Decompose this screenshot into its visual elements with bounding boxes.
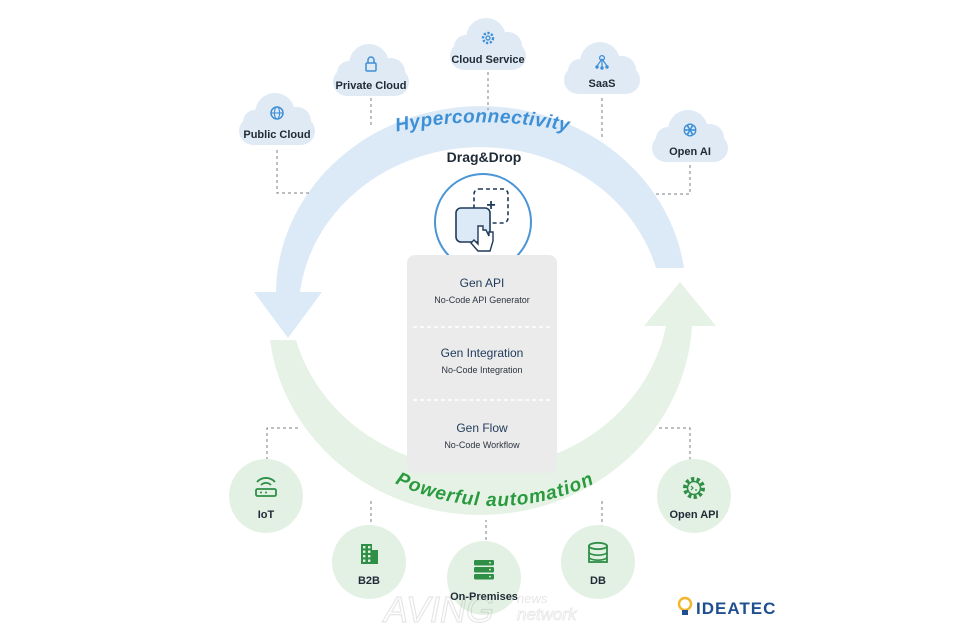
module-subtitle: No-Code API Generator	[434, 295, 530, 305]
cloud-label: Public Cloud	[243, 129, 310, 141]
database-icon	[588, 541, 608, 563]
node-db: DB	[561, 525, 635, 599]
cloud-label: Open AI	[669, 146, 711, 158]
module-panel	[407, 255, 557, 473]
node-on-premises: On-Premises	[447, 541, 521, 615]
drag-drop-title: Drag&Drop	[447, 149, 522, 165]
cloud-shape	[564, 42, 640, 94]
node-label: IoT	[258, 509, 275, 521]
svg-text:network: network	[517, 605, 578, 624]
cloud-group: Public Cloud Private Cloud Cloud ServiceSa…	[239, 18, 728, 162]
network-icon	[595, 54, 609, 70]
module-subtitle: No-Code Workflow	[444, 440, 520, 450]
module-gen-api: Gen API No-Code API Generator	[434, 276, 530, 305]
cloud-private-cloud: Private Cloud	[333, 44, 409, 96]
cloud-label: SaaS	[589, 78, 616, 90]
module-title: Gen Integration	[441, 346, 524, 360]
cloud-saas: SaaS	[564, 42, 640, 94]
node-connectors	[266, 427, 691, 546]
node-b2b: B2B	[332, 525, 406, 599]
module-title: Gen API	[460, 276, 505, 290]
node-label: Open API	[669, 509, 718, 521]
cloud-public-cloud: Public Cloud	[239, 93, 315, 145]
cycle-arrows	[254, 106, 716, 515]
drag-drop-icon: +	[434, 173, 532, 271]
router-icon	[255, 477, 277, 497]
aving-watermark: AVING news network	[381, 588, 578, 630]
server-icon	[474, 560, 494, 580]
openai-icon	[683, 123, 697, 137]
node-label: B2B	[358, 575, 380, 587]
api-gear-icon	[683, 477, 705, 499]
node-label: On-Premises	[450, 591, 518, 603]
cloud-open-ai: Open AI	[652, 110, 728, 162]
globe-icon	[270, 106, 284, 120]
cloud-cloud-service: Cloud Service	[450, 18, 526, 70]
ideatec-logo: IDEATEC	[677, 596, 776, 618]
lock-icon	[365, 56, 377, 72]
building-icon	[361, 544, 378, 564]
node-group: IoT B2B On-Premises DB Open API	[229, 459, 731, 615]
cloud-label: Private Cloud	[336, 80, 407, 92]
node-label: DB	[590, 575, 606, 587]
module-title: Gen Flow	[456, 421, 508, 435]
node-open-api: Open API	[657, 459, 731, 533]
module-subtitle: No-Code Integration	[441, 365, 522, 375]
bulb-icon	[677, 596, 693, 615]
hyperconnectivity-arc	[254, 106, 684, 338]
gear-icon	[481, 31, 495, 45]
svg-text:IDEATEC: IDEATEC	[696, 599, 776, 618]
svg-text:news: news	[517, 591, 548, 606]
powerful-automation-arc	[270, 282, 716, 515]
cloud-shape	[239, 93, 315, 145]
node-iot: IoT	[229, 459, 303, 533]
svg-text:+: +	[486, 197, 495, 214]
cloud-connectors	[276, 72, 691, 195]
cloud-label: Cloud Service	[451, 54, 524, 66]
svg-text:AVING: AVING	[382, 589, 494, 630]
cloud-shape	[333, 44, 409, 96]
